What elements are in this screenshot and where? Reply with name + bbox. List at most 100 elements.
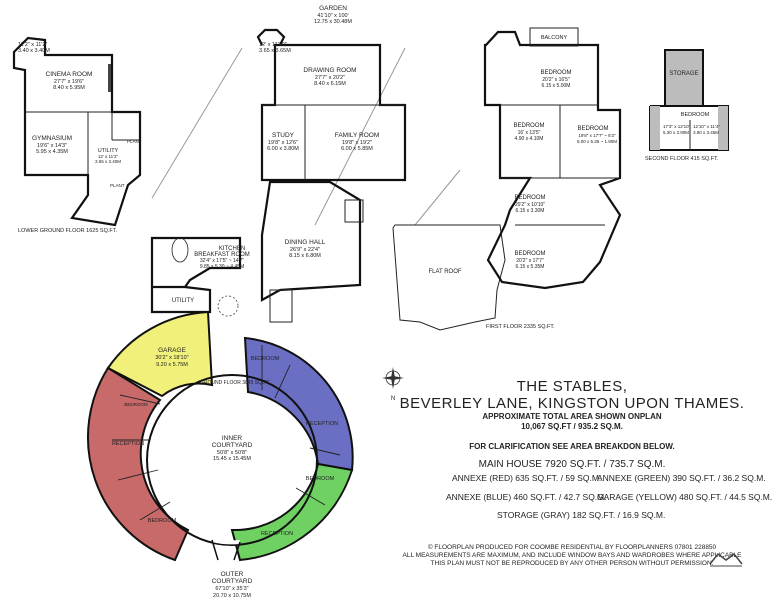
annex-red-area-text: ANNEXE (RED) 635 SQ.FT. / 59 SQ.M. [452,473,602,483]
bedroom-ff5-dim1: 20'2" x 17'7" [516,258,544,264]
reception-red-label: RECEPTION [112,441,144,447]
study-dim2: 6.00 x 3.80M [267,146,299,152]
floorplanners-logo-icon [709,552,743,567]
footer-notes: © FLOORPLAN PRODUCED FOR COOMBE RESIDENT… [392,544,752,568]
kitchen-dim1: 32'4" x 17'5" ~ 14'7" [200,258,244,264]
property-name: THE STABLES, [516,378,628,395]
family-room-dim1: 19'8" x 19'2" [342,140,372,146]
cinema-room-dim2: 8.40 x 5.95M [53,85,85,91]
bedroom-sf-dim4: 3.90 x 3.45M [693,130,719,135]
bedroom-ff2-dim2: 4.90 x 4.10M [515,136,544,142]
annex-blue-area-text: ANNEXE (BLUE) 460 SQ.FT. / 42.7 SQ.M. [446,492,607,502]
garage-label: GARAGE [158,347,186,354]
utility-lg-dim1: 12' x 11'2" [98,154,119,159]
bedroom-ff4-label: BEDROOM [514,195,545,201]
bedroom-sf-label: BEDROOM [681,112,710,118]
lower-ground-floor: 11'2" x 11'2" 3.40 x 3.40M CINEMA ROOM 2… [12,36,142,234]
breakfast-room-label: BREAKFAST ROOM [194,252,250,258]
drawing-room-dim1: 27'7" x 20'2" [315,75,345,81]
inner-courtyard-label-2: COURTYARD [212,442,253,449]
title-block: THE STABLES, BEVERLEY LANE, KINGSTON UPO… [392,378,752,470]
bedroom-ff4-dim1: 20'2" x 10'10" [515,202,545,208]
compass-north-label: N [391,396,395,402]
inner-courtyard-dim1: 50'8" x 50'8" [217,450,247,456]
first-floor-area: FIRST FLOOR 2335 SQ.FT. [486,324,555,330]
plant-label-2: PLANT [110,183,125,188]
utility-lg-label: UTILITY [98,148,119,154]
property-address: BEVERLEY LANE, KINGSTON UPON THAMES. [399,395,745,412]
study-dim1: 19'8" x 12'6" [268,140,298,146]
study-label: STUDY [272,132,295,139]
tower-lg-dim1: 11'2" x 11'2" [18,42,47,48]
annex-blue-area [243,336,354,472]
reception-green-label: RECEPTION [261,531,293,537]
storage-gray-side-left [650,106,660,150]
bedroom-ff2-label: BEDROOM [513,123,544,129]
plant-label-1: PLANT [127,139,142,144]
main-house-area: MAIN HOUSE 7920 SQ.FT. / 735.7 SQ.M. [478,459,666,470]
bedroom-ff5-dim2: 6.15 x 5.35M [516,264,545,270]
flat-roof-label: FLAT ROOF [428,269,461,275]
reception-blue-label: RECEPTION [306,421,338,427]
bedroom-red2-label: BEDROOM [148,518,177,524]
bedroom-ff2-dim1: 16' x 13'5" [518,130,541,136]
tower-gf-dim1: 12' x 11'10" [259,42,287,48]
bedroom-blue-label: BEDROOM [251,356,280,362]
bedroom-sf-dim2: 5.30 x 3.90M [663,130,689,135]
outer-courtyard-dim1: 67'10" x 35'3" [215,586,248,592]
bedroom-sf-dim1: 17'3" x 12'10" [663,124,691,129]
bedroom-ff3-dim2: 6.00 x 5.35 ~ 1.90M [577,139,617,144]
footer-line-3: THIS PLAN MUST NOT BE REPRODUCED BY ANY … [430,560,714,567]
courtyard-ring: GARAGE 30'2" x 18'10" 9.20 x 5.75M RECEP… [86,310,354,599]
clarification-note: FOR CLARIFICATION SEE AREA BREAKDON BELO… [469,442,675,451]
footer-line-2: ALL MEASUREMENTS ARE MAXIMUM, AND INCLUD… [402,552,742,559]
garden-dim1: 41'10" x 100' [317,13,348,19]
gymnasium-dim2: 5.95 x 4.35M [36,149,68,155]
lower-ground-floor-area: LOWER GROUND FLOOR 1625 SQ.FT. [18,228,117,234]
bedroom-ff1-dim2: 6.15 x 5.00M [542,83,571,89]
utility-lg-dim2: 3.65 x 3.40M [95,159,121,164]
gymnasium-dim1: 19'6" x 14'3" [37,143,67,149]
garage-yellow-area-text: GARAGE (YELLOW) 480 SQ.FT. / 44.5 SQ.M. [597,492,772,502]
garden-dim2: 12.75 x 30.48M [314,19,352,25]
garage-yellow-area [106,310,214,398]
floor-plan: 11'2" x 11'2" 3.40 x 3.40M CINEMA ROOM 2… [12,5,729,599]
cinema-room-dim1: 27'7" x 19'6" [54,79,84,85]
bedroom-red-label: BEDROOM [124,402,148,407]
garage-dim1: 30'2" x 18'10" [155,355,188,361]
first-floor: BALCONY BEDROOM 20'2" x 16'5" 6.15 x 5.0… [392,27,622,331]
garden-boundary-lines [151,47,461,226]
compass-icon: N [382,367,404,402]
bedroom-ff5-label: BEDROOM [514,251,545,257]
storage-gray-area-text: STORAGE (GRAY) 182 SQ.FT. / 16.9 SQ.M. [497,510,666,520]
bedroom-sf-dim3: 12'10" x 11'4" [693,124,720,129]
garden-label: GARDEN [319,5,347,12]
kitchen-dim2: 9.85 x 5.30 ~ 4.45M [200,264,244,270]
gymnasium-label: GYMNASIUM [32,135,72,142]
dining-hall-dim1: 26'9" x 22'4" [290,247,320,253]
utility-gf-label: UTILITY [172,298,194,304]
bedroom-ff3-label: BEDROOM [577,126,608,132]
inner-courtyard-dim2: 15.45 x 15.45M [213,456,251,462]
outer-courtyard-dim2: 20.70 x 10.75M [213,593,251,599]
storage-label: STORAGE [669,71,698,77]
bedroom-ff4-dim2: 6.15 x 3.30M [516,208,545,214]
bedroom-ff3-dim1: 19'8" x 17'7" ~ 6'3" [578,133,616,138]
dining-hall-dim2: 8.15 x 6.80M [289,253,321,259]
balcony-label: BALCONY [541,35,568,41]
total-area-caption: APPROXIMATE TOTAL AREA SHOWN ONPLAN [482,412,662,421]
second-floor-area: SECOND FLOOR 415 SQ.FT. [645,156,719,162]
cinema-room-label: CINEMA ROOM [46,71,93,78]
ground-floor-area: GROUND FLOOR 3045 SQ.FT. [200,380,270,386]
storage-gray-side-right [718,106,728,150]
garage-dim2: 9.20 x 5.75M [156,362,188,368]
dining-hall-label: DINING HALL [285,239,326,246]
storage-gray-area [664,49,704,107]
footer-line-1: © FLOORPLAN PRODUCED FOR COOMBE RESIDENT… [427,544,717,551]
bedroom-ff1-label: BEDROOM [540,70,571,76]
second-floor: STORAGE BEDROOM 17'3" x 12'10" 5.30 x 3.… [645,49,729,162]
tower-gf-dim2: 3.65 x 3.65M [259,48,291,54]
family-room-dim2: 6.00 x 5.85M [341,146,373,152]
tower-lg-dim2: 3.40 x 3.40M [18,48,50,54]
drawing-room-label: DRAWING ROOM [303,67,356,74]
